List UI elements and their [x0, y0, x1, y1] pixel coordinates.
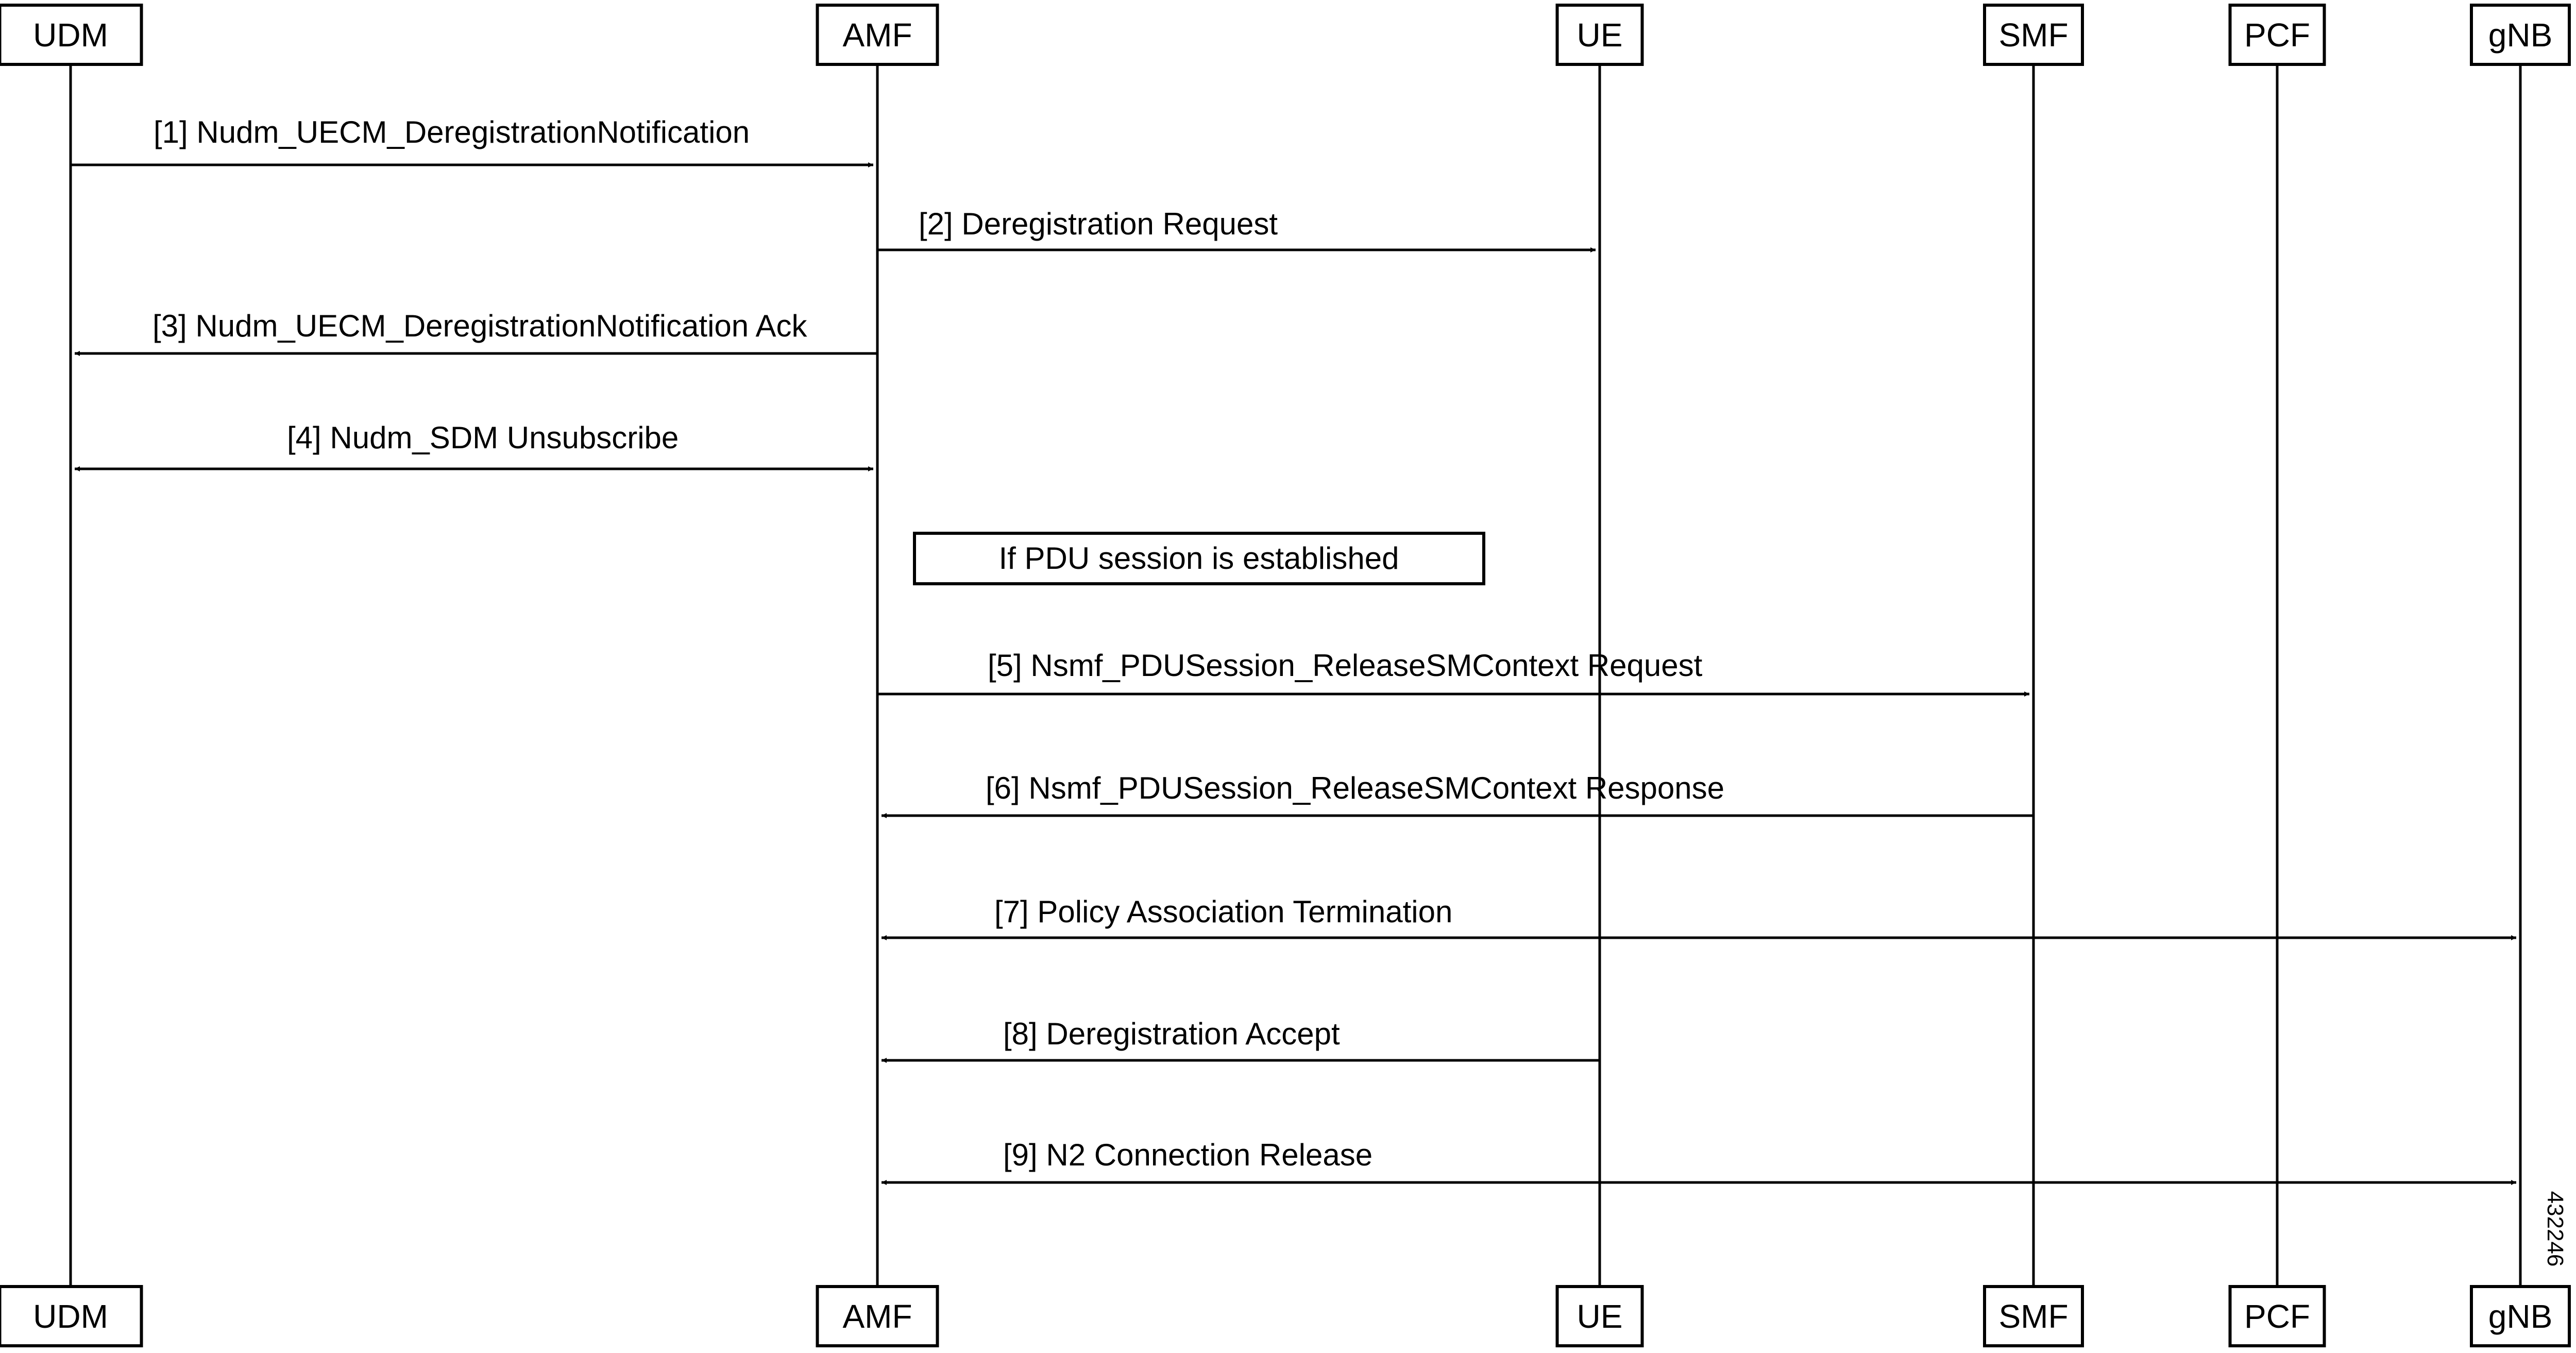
message-label: [7] Policy Association Termination	[994, 894, 1452, 929]
participant-footer-ue: UE	[1555, 1285, 1644, 1347]
condition-note: If PDU session is established	[913, 532, 1485, 585]
participant-label: PCF	[2244, 16, 2310, 54]
participant-header-gnb: gNB	[2470, 4, 2571, 66]
message-9: [9] N2 Connection Release	[882, 1138, 2516, 1185]
participant-header-udm: UDM	[0, 4, 143, 66]
message-3: [3] Nudm_UECM_DeregistrationNotification…	[75, 309, 877, 356]
participant-header-ue: UE	[1555, 4, 1644, 66]
message-4: [4] Nudm_SDM Unsubscribe	[75, 420, 873, 471]
participant-label: UE	[1577, 16, 1623, 54]
message-label: [2] Deregistration Request	[919, 207, 1278, 241]
participant-label: AMF	[842, 1298, 912, 1335]
message-label: [3] Nudm_UECM_DeregistrationNotification…	[152, 309, 808, 343]
message-2: [2] Deregistration Request	[877, 207, 1596, 252]
participant-label: UE	[1577, 1298, 1623, 1335]
participant-footer-amf: AMF	[816, 1285, 939, 1347]
message-label: [6] Nsmf_PDUSession_ReleaseSMContext Res…	[986, 771, 1724, 805]
message-8: [8] Deregistration Accept	[882, 1017, 1600, 1063]
message-label: [4] Nudm_SDM Unsubscribe	[287, 420, 679, 455]
message-label: [8] Deregistration Accept	[1003, 1017, 1340, 1051]
participant-label: PCF	[2244, 1298, 2310, 1335]
message-label: [5] Nsmf_PDUSession_ReleaseSMContext Req…	[988, 648, 1703, 683]
participant-label: UDM	[33, 1298, 108, 1335]
participant-label: SMF	[1998, 1298, 2068, 1335]
participant-label: gNB	[2488, 1298, 2553, 1335]
participant-label: SMF	[1998, 16, 2068, 54]
message-5: [5] Nsmf_PDUSession_ReleaseSMContext Req…	[877, 648, 2029, 697]
message-6: [6] Nsmf_PDUSession_ReleaseSMContext Res…	[882, 771, 2033, 818]
message-7: [7] Policy Association Termination	[882, 894, 2516, 940]
participant-footer-pcf: PCF	[2228, 1285, 2326, 1347]
participant-footer-smf: SMF	[1983, 1285, 2084, 1347]
participant-header-smf: SMF	[1983, 4, 2084, 66]
participant-label: AMF	[842, 16, 912, 54]
participant-label: UDM	[33, 16, 108, 54]
condition-note-text: If PDU session is established	[998, 541, 1399, 576]
participant-header-pcf: PCF	[2228, 4, 2326, 66]
participant-footer-udm: UDM	[0, 1285, 143, 1347]
message-label: [1] Nudm_UECM_DeregistrationNotification	[154, 115, 750, 149]
participant-label: gNB	[2488, 16, 2553, 54]
message-label: [9] N2 Connection Release	[1003, 1138, 1372, 1172]
participant-header-amf: AMF	[816, 4, 939, 66]
participant-footer-gnb: gNB	[2470, 1285, 2571, 1347]
message-1: [1] Nudm_UECM_DeregistrationNotification	[71, 115, 873, 167]
figure-id: 432246	[2543, 1191, 2568, 1267]
